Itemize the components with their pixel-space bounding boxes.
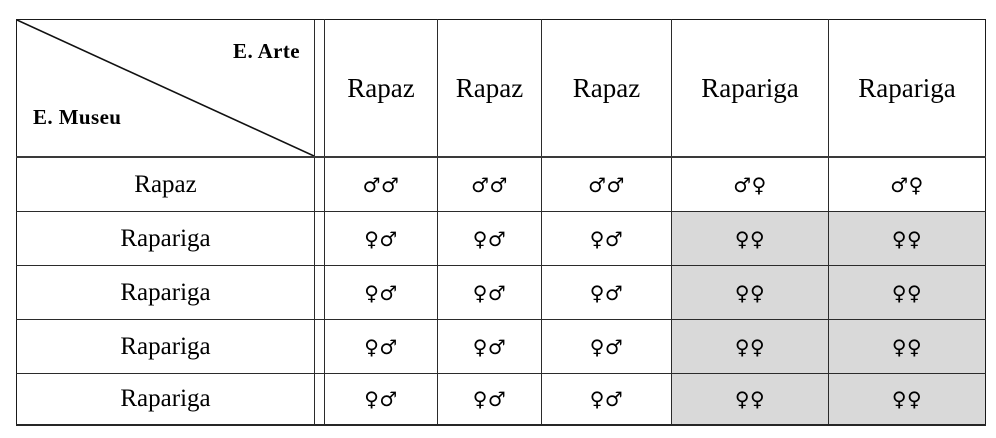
double-rule-separator <box>314 19 325 158</box>
cell-r3c2: ♀♂ <box>437 265 542 320</box>
column-header-2: Rapaz <box>437 19 542 158</box>
cell-r1c1: ♂♂ <box>324 157 438 212</box>
column-header-4: Rapariga <box>671 19 829 158</box>
cell-r3c1: ♀♂ <box>324 265 438 320</box>
row-header-2: Rapariga <box>16 211 315 266</box>
cell-r3c5: ♀♀ <box>828 265 986 320</box>
cell-r2c3: ♀♂ <box>541 211 672 266</box>
row-header-5: Rapariga <box>16 373 315 426</box>
double-rule-separator <box>314 265 325 320</box>
row-header-4: Rapariga <box>16 319 315 374</box>
row-header-3: Rapariga <box>16 265 315 320</box>
table-row: Rapaz ♂♂ ♂♂ ♂♂ ♂♀ ♂♀ <box>16 157 986 212</box>
cell-r2c1: ♀♂ <box>324 211 438 266</box>
cell-r4c5: ♀♀ <box>828 319 986 374</box>
cell-r4c4: ♀♀ <box>671 319 829 374</box>
corner-label-column-axis: E. Arte <box>233 39 300 63</box>
cell-r5c5: ♀♀ <box>828 373 986 426</box>
cell-r3c3: ♀♂ <box>541 265 672 320</box>
corner-header-cell: E. Arte E. Museu <box>16 19 315 158</box>
cell-r5c1: ♀♂ <box>324 373 438 426</box>
cell-r4c3: ♀♂ <box>541 319 672 374</box>
table-row: Rapariga ♀♂ ♀♂ ♀♂ ♀♀ ♀♀ <box>16 319 986 374</box>
column-header-3: Rapaz <box>541 19 672 158</box>
table-row: Rapariga ♀♂ ♀♂ ♀♂ ♀♀ ♀♀ <box>16 265 986 320</box>
corner-label-row-axis: E. Museu <box>33 105 122 129</box>
table-row: Rapariga ♀♂ ♀♂ ♀♂ ♀♀ ♀♀ <box>16 211 986 266</box>
table-header-row: E. Arte E. Museu Rapaz Rapaz Rapaz Rapar… <box>16 19 986 158</box>
cell-r1c5: ♂♀ <box>828 157 986 212</box>
cell-r2c4: ♀♀ <box>671 211 829 266</box>
double-rule-separator <box>314 319 325 374</box>
cell-r2c5: ♀♀ <box>828 211 986 266</box>
cell-r1c2: ♂♂ <box>437 157 542 212</box>
cell-r2c2: ♀♂ <box>437 211 542 266</box>
double-rule-separator <box>314 373 325 426</box>
double-rule-separator <box>314 211 325 266</box>
table-row: Rapariga ♀♂ ♀♂ ♀♂ ♀♀ ♀♀ <box>16 373 986 426</box>
row-header-1: Rapaz <box>16 157 315 212</box>
double-rule-separator <box>314 157 325 212</box>
cell-r3c4: ♀♀ <box>671 265 829 320</box>
cell-r5c3: ♀♂ <box>541 373 672 426</box>
column-header-5: Rapariga <box>828 19 986 158</box>
cell-r1c4: ♂♀ <box>671 157 829 212</box>
cell-r5c4: ♀♀ <box>671 373 829 426</box>
cell-r1c3: ♂♂ <box>541 157 672 212</box>
cell-r5c2: ♀♂ <box>437 373 542 426</box>
cell-r4c2: ♀♂ <box>437 319 542 374</box>
cell-r4c1: ♀♂ <box>324 319 438 374</box>
column-header-1: Rapaz <box>324 19 438 158</box>
gender-pairing-matrix: E. Arte E. Museu Rapaz Rapaz Rapaz Rapar… <box>16 19 986 426</box>
